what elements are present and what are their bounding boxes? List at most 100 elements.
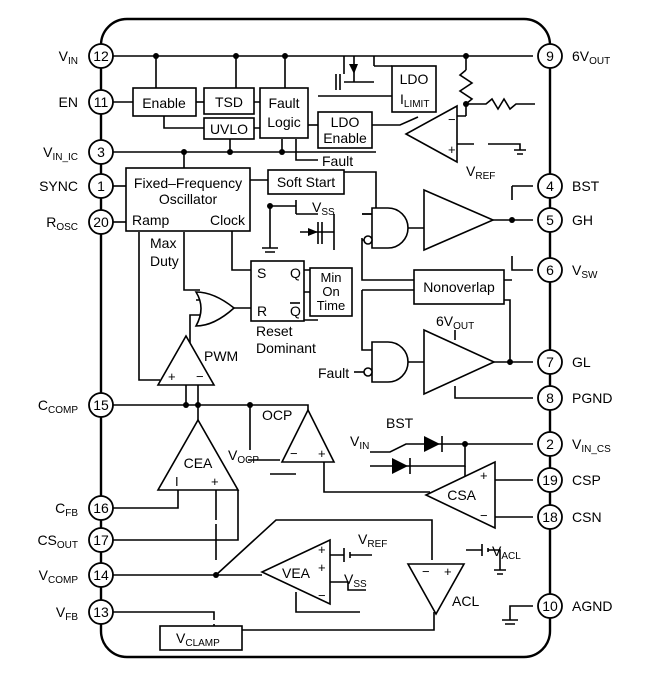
pin-vin-cs-number: 2 bbox=[546, 436, 554, 452]
pin-gh-number: 5 bbox=[546, 212, 554, 228]
pin-cfb-number: 16 bbox=[93, 500, 109, 516]
pin-vfb-number: 13 bbox=[93, 604, 109, 620]
oscillator-block: Fixed–Frequency Oscillator Ramp Clock bbox=[125, 167, 251, 232]
pin-vfb: 13 VFB bbox=[56, 599, 114, 625]
oscillator-ramp-label: Ramp bbox=[132, 212, 170, 228]
ldo-amp-plus: + bbox=[448, 142, 456, 157]
pin-csp-number: 19 bbox=[542, 472, 558, 488]
bottom-and-gate bbox=[363, 341, 409, 383]
vin-diode bbox=[392, 458, 411, 474]
pwm-label: PWM bbox=[204, 348, 238, 364]
vref-top-label: VREF bbox=[466, 163, 495, 182]
pwm-minus: − bbox=[196, 369, 204, 384]
pin-rosc-number: 20 bbox=[93, 214, 109, 230]
pin-pgnd-circle bbox=[537, 385, 563, 411]
vea-plus-2: + bbox=[318, 560, 326, 575]
pin-vin-circle bbox=[88, 43, 114, 69]
pin-agnd-circle bbox=[537, 593, 563, 619]
pin-csn-label: CSN bbox=[572, 509, 602, 525]
pin-vsw-circle bbox=[537, 257, 563, 283]
fault-top-label: Fault bbox=[322, 153, 353, 169]
reset-label-2: Dominant bbox=[256, 340, 316, 356]
fault-logic-block: Fault Logic bbox=[259, 87, 309, 139]
chip-outline bbox=[99, 17, 552, 659]
pin-vsw-label: VSW bbox=[572, 262, 598, 281]
pin-pgnd-label: PGND bbox=[572, 390, 612, 406]
ss-switch-transistor bbox=[308, 222, 323, 244]
bst-inner-label: BST bbox=[386, 415, 414, 431]
pin-gh-label: GH bbox=[572, 212, 593, 228]
oscillator-label-2: Oscillator bbox=[159, 191, 218, 207]
csa-minus: − bbox=[480, 508, 488, 523]
vacl-label: VACL bbox=[492, 543, 521, 562]
min-on-label-3: Time bbox=[317, 298, 345, 313]
min-on-label-2: On bbox=[322, 284, 339, 299]
pin-vsw-number: 6 bbox=[546, 262, 554, 278]
enable-block-label: Enable bbox=[142, 95, 186, 111]
pin-ccomp-circle bbox=[88, 392, 114, 418]
vclamp-block: VCLAMP bbox=[159, 625, 243, 651]
pin-vcomp-circle bbox=[88, 562, 114, 588]
pin-csout-circle bbox=[88, 527, 114, 553]
latch-qbar-label: Q bbox=[290, 303, 301, 319]
max-duty-label-2: Duty bbox=[150, 253, 179, 269]
ocp-comparator: OCP − + bbox=[262, 407, 336, 463]
pin-pgnd-number: 8 bbox=[546, 390, 554, 406]
pin-bst-circle bbox=[537, 173, 563, 199]
ldo-error-amp: − + bbox=[404, 104, 458, 164]
top-and-gate bbox=[363, 207, 409, 249]
pin-rosc-circle bbox=[88, 209, 114, 235]
tsd-block: TSD bbox=[203, 87, 255, 115]
pwm-plus: + bbox=[168, 369, 176, 384]
pin-en-label: EN bbox=[59, 94, 78, 110]
pin-sync-number: 1 bbox=[97, 178, 105, 194]
ldo-ilimit-label-2: ILIMIT bbox=[400, 91, 429, 110]
pin-gl-number: 7 bbox=[546, 354, 554, 370]
pin-csn-number: 18 bbox=[542, 509, 558, 525]
pin-vfb-label: VFB bbox=[56, 604, 78, 623]
pin-vcomp-number: 14 bbox=[93, 567, 109, 583]
fault-logic-label-1: Fault bbox=[268, 95, 299, 111]
pin-bst-number: 4 bbox=[546, 178, 554, 194]
acl-minus: − bbox=[422, 564, 430, 579]
pin-vin-number: 12 bbox=[93, 48, 109, 64]
ldo-ilimit-block: LDO ILIMIT bbox=[391, 65, 437, 113]
pin-pgnd: 8 PGND bbox=[537, 385, 612, 411]
pin-gh: 5 GH bbox=[537, 207, 593, 233]
pin-vin-cs: 2 VIN_CS bbox=[537, 431, 611, 457]
acl-label: ACL bbox=[452, 593, 479, 609]
max-duty-label-1: Max bbox=[150, 235, 176, 251]
soft-start-label: Soft Start bbox=[277, 174, 335, 190]
pin-agnd-label: AGND bbox=[572, 598, 612, 614]
acl-amp: ACL − + bbox=[406, 563, 479, 616]
pin-vfb-circle bbox=[88, 599, 114, 625]
pin-vin-cs-label: VIN_CS bbox=[572, 436, 611, 455]
pin-cfb-circle bbox=[88, 495, 114, 521]
top-driver-amp bbox=[423, 188, 496, 252]
pin-cfb-label: CFB bbox=[55, 500, 78, 519]
vea-amp: VEA + + − bbox=[260, 538, 331, 606]
pin-en-circle bbox=[88, 89, 114, 115]
latch-s-label: S bbox=[257, 265, 266, 281]
pin-vin-label: VIN bbox=[59, 48, 78, 67]
pin-gl-label: GL bbox=[572, 354, 591, 370]
cea-i: I bbox=[175, 474, 179, 489]
csa-amp: CSA + − bbox=[424, 460, 496, 530]
nonoverlap-block: Nonoverlap bbox=[413, 269, 505, 305]
fault-bottom-label: Fault bbox=[318, 365, 349, 381]
pin-gh-circle bbox=[537, 207, 563, 233]
ldo-enable-block: LDO Enable bbox=[317, 111, 373, 149]
pin-csout-number: 17 bbox=[93, 532, 109, 548]
cea-label: CEA bbox=[184, 455, 213, 471]
fault-logic-label-2: Logic bbox=[267, 114, 300, 130]
nonoverlap-label: Nonoverlap bbox=[423, 279, 495, 295]
